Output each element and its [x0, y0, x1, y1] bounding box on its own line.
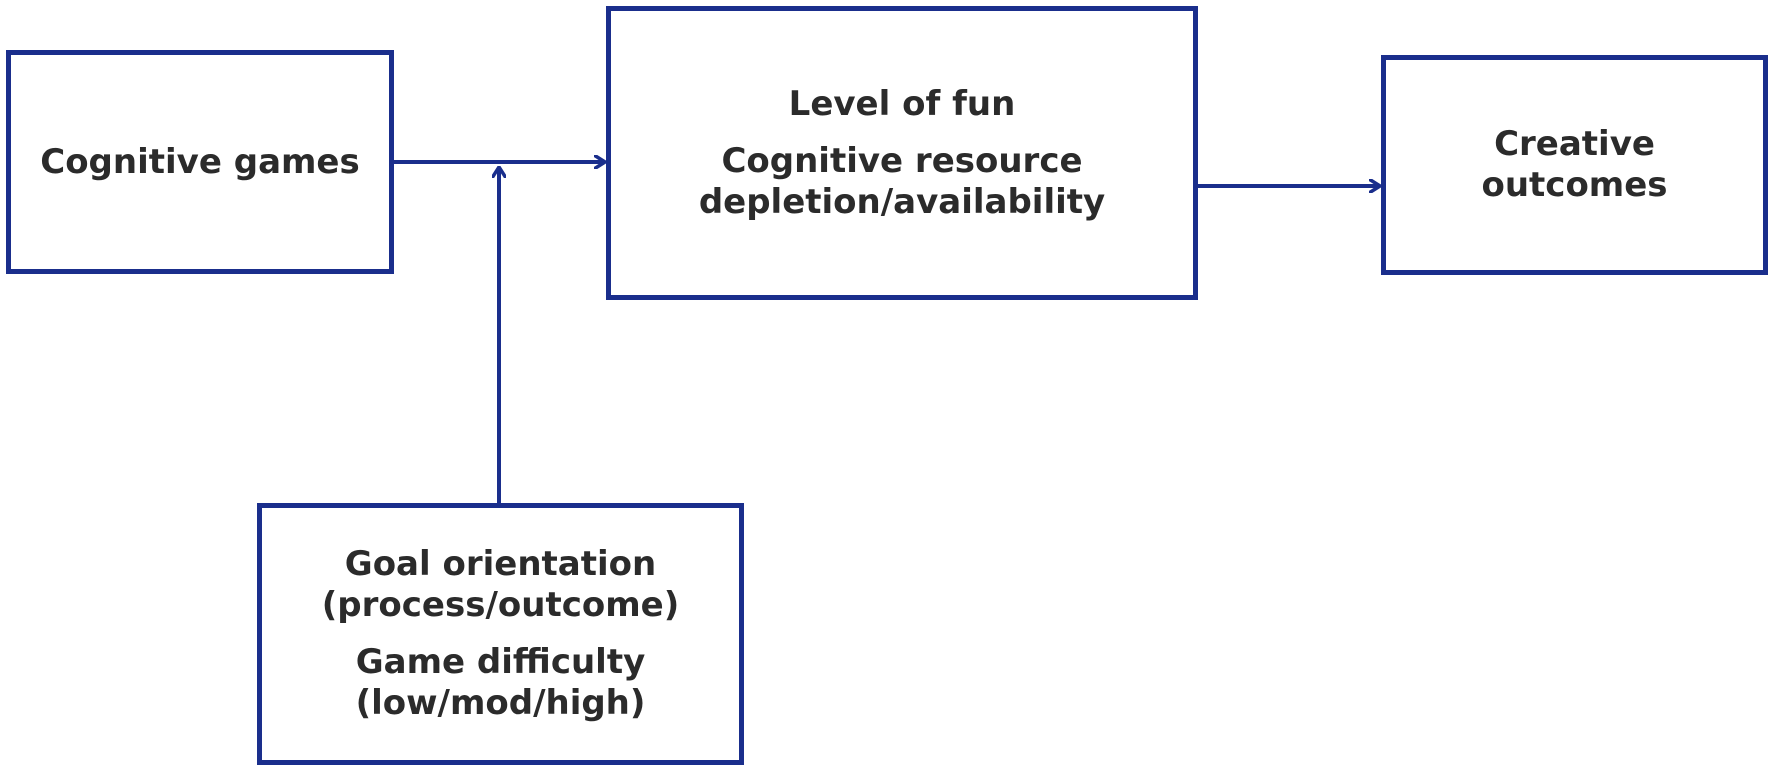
process-outcome-label: (process/outcome): [321, 585, 680, 625]
depletion-availability-label: depletion/availability: [698, 181, 1106, 222]
goal-orientation-label: Goal orientation: [344, 544, 657, 584]
moderators-box: Goal orientation (process/outcome) Game …: [257, 503, 744, 765]
cognitive-games-box: Cognitive games: [6, 50, 394, 274]
mediators-box: Level of fun Cognitive resource depletio…: [606, 6, 1198, 300]
cognitive-games-label: Cognitive games: [40, 141, 360, 182]
level-of-fun-label: Level of fun: [788, 83, 1016, 124]
game-difficulty-label: Game difficulty: [355, 642, 646, 682]
low-mod-high-label: (low/mod/high): [355, 683, 646, 723]
cognitive-resource-label: Cognitive resource: [721, 140, 1083, 181]
creative-outcomes-box: Creative outcomes: [1381, 55, 1768, 275]
creative-label: Creative: [1494, 124, 1655, 164]
outcomes-label: outcomes: [1481, 165, 1668, 205]
